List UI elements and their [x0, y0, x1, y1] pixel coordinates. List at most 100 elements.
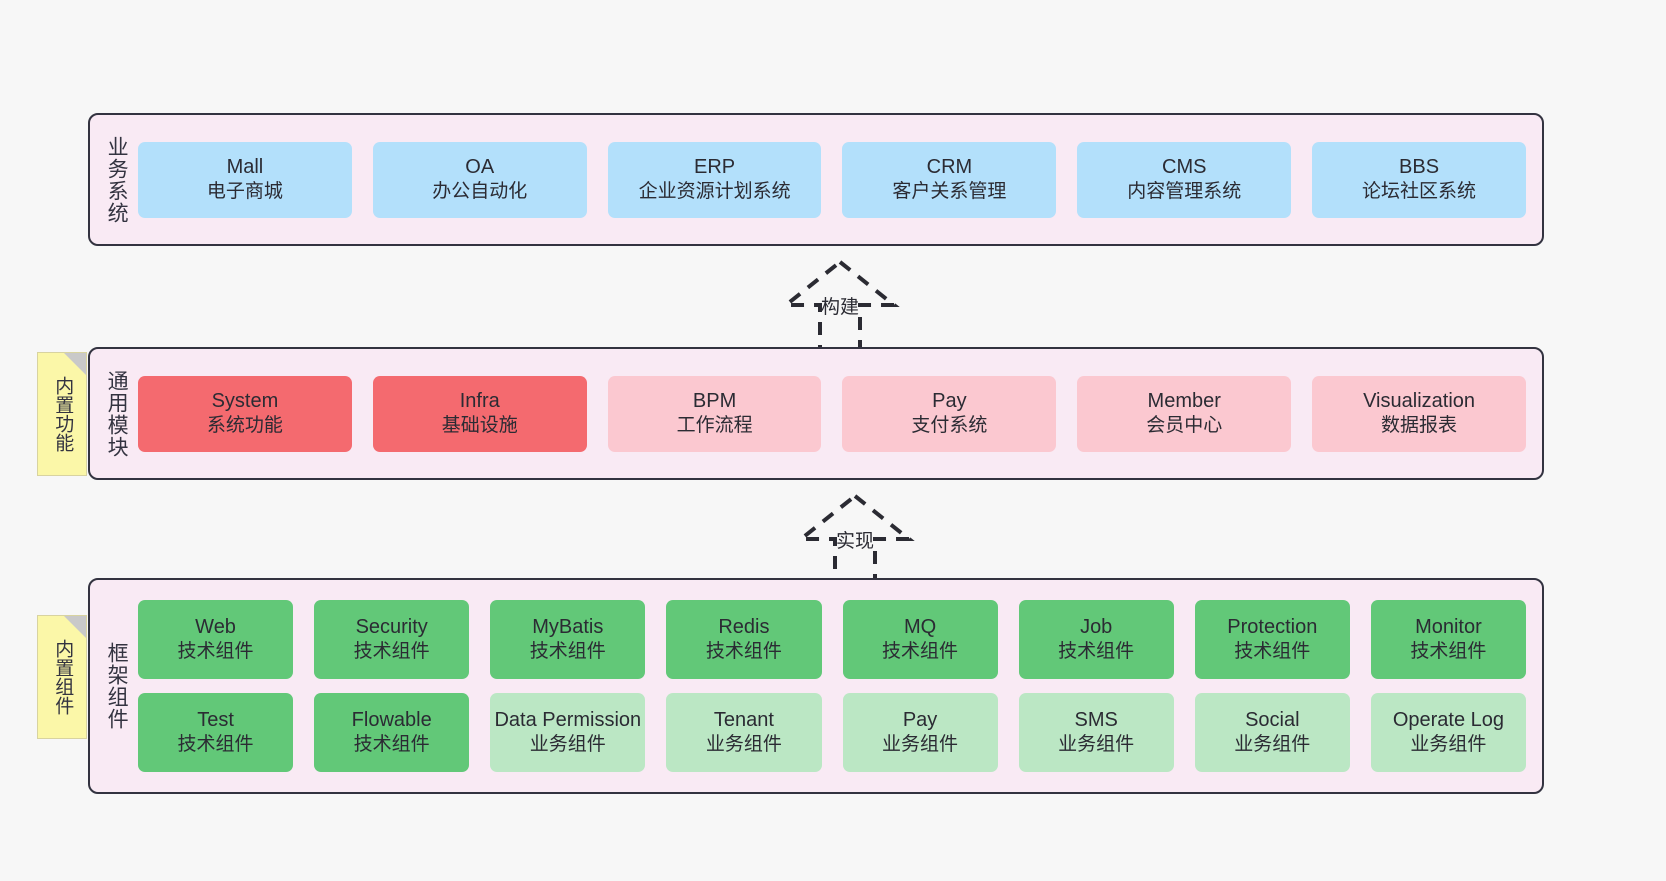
- card-subtitle: 企业资源计划系统: [638, 181, 791, 203]
- card-test[interactable]: Test 技术组件: [138, 693, 294, 772]
- card-system[interactable]: System 系统功能: [138, 375, 352, 452]
- note-builtin-function: 内置功能: [37, 352, 87, 476]
- card-subtitle: 基础设施: [441, 415, 518, 437]
- card-social[interactable]: Social 业务组件: [1194, 693, 1350, 772]
- card-web[interactable]: Web 技术组件: [138, 600, 294, 679]
- layer-general-modules: 通用模块 System 系统功能 Infra 基础设施 BPM 工作流程 Pay…: [88, 347, 1544, 480]
- card-crm[interactable]: CRM 客户关系管理: [842, 141, 1057, 218]
- card-mq[interactable]: MQ 技术组件: [842, 600, 998, 679]
- card-title: ERP: [694, 155, 736, 178]
- layer-title-framework: 框架组件: [105, 642, 129, 730]
- card-subtitle: 业务组件: [1058, 734, 1135, 756]
- card-title: Test: [197, 708, 234, 731]
- card-subtitle: 技术组件: [353, 641, 430, 663]
- card-erp[interactable]: ERP 企业资源计划系统: [607, 141, 822, 218]
- layer-title-business: 业务系统: [105, 135, 129, 224]
- card-bpm[interactable]: BPM 工作流程: [607, 375, 822, 452]
- card-monitor[interactable]: Monitor 技术组件: [1370, 600, 1526, 679]
- card-title: Job: [1080, 615, 1113, 638]
- card-title: BPM: [692, 389, 737, 412]
- card-title: Data Permission: [494, 708, 642, 731]
- layer-body-framework: Web 技术组件 Security 技术组件 MyBatis 技术组件 Redi…: [136, 588, 1528, 784]
- card-subtitle: 技术组件: [529, 641, 606, 663]
- card-row: Mall 电子商城 OA 办公自动化 ERP 企业资源计划系统 CRM 客户关系…: [138, 141, 1526, 218]
- card-pay-component[interactable]: Pay 业务组件: [842, 693, 998, 772]
- card-subtitle: 支付系统: [911, 415, 988, 437]
- card-mybatis[interactable]: MyBatis 技术组件: [490, 600, 646, 679]
- card-title: Infra: [459, 389, 500, 412]
- connector-implement: 实现: [775, 492, 935, 588]
- card-data-permission[interactable]: Data Permission 业务组件: [490, 693, 646, 772]
- card-subtitle: 技术组件: [177, 734, 254, 756]
- card-title: Social: [1245, 708, 1300, 731]
- card-member[interactable]: Member 会员中心: [1077, 375, 1292, 452]
- card-subtitle: 内容管理系统: [1127, 181, 1242, 203]
- layer-framework-components: 框架组件 Web 技术组件 Security 技术组件 MyBatis 技术组件…: [88, 578, 1544, 794]
- card-sms[interactable]: SMS 业务组件: [1018, 693, 1174, 772]
- card-title: Pay: [932, 389, 967, 412]
- card-security[interactable]: Security 技术组件: [314, 600, 470, 679]
- card-title: Member: [1147, 389, 1221, 412]
- card-title: OA: [465, 155, 495, 178]
- card-protection[interactable]: Protection 技术组件: [1194, 600, 1350, 679]
- card-subtitle: 会员中心: [1146, 415, 1223, 437]
- card-title: Pay: [902, 708, 938, 731]
- card-cms[interactable]: CMS 内容管理系统: [1077, 141, 1292, 218]
- card-row: System 系统功能 Infra 基础设施 BPM 工作流程 Pay 支付系统…: [138, 375, 1526, 452]
- card-redis[interactable]: Redis 技术组件: [666, 600, 822, 679]
- card-title: BBS: [1399, 155, 1440, 178]
- card-oa[interactable]: OA 办公自动化: [372, 141, 587, 218]
- card-subtitle: 业务组件: [882, 734, 959, 756]
- note-fold-corner-icon: [64, 353, 86, 375]
- card-subtitle: 业务组件: [705, 734, 782, 756]
- card-infra[interactable]: Infra 基础设施: [372, 375, 587, 452]
- card-subtitle: 客户关系管理: [892, 181, 1007, 203]
- card-subtitle: 系统功能: [206, 415, 283, 437]
- card-title: Security: [355, 615, 428, 638]
- card-row: Test 技术组件 Flowable 技术组件 Data Permission …: [138, 693, 1526, 772]
- card-title: Visualization: [1363, 389, 1476, 412]
- card-subtitle: 业务组件: [529, 734, 606, 756]
- card-subtitle: 技术组件: [882, 641, 959, 663]
- card-title: MyBatis: [532, 615, 604, 638]
- card-subtitle: 业务组件: [1410, 734, 1487, 756]
- layer-body-business: Mall 电子商城 OA 办公自动化 ERP 企业资源计划系统 CRM 客户关系…: [136, 123, 1528, 236]
- card-subtitle: 业务组件: [1234, 734, 1311, 756]
- card-subtitle: 技术组件: [1058, 641, 1135, 663]
- connector-build: 构建: [760, 258, 920, 354]
- card-job[interactable]: Job 技术组件: [1018, 600, 1174, 679]
- card-subtitle: 办公自动化: [432, 181, 528, 203]
- card-flowable[interactable]: Flowable 技术组件: [314, 693, 470, 772]
- card-title: MQ: [903, 615, 937, 638]
- card-title: Flowable: [351, 708, 432, 731]
- card-title: Protection: [1227, 615, 1318, 638]
- card-subtitle: 技术组件: [1410, 641, 1487, 663]
- card-subtitle: 技术组件: [705, 641, 782, 663]
- card-title: SMS: [1074, 708, 1118, 731]
- card-operate-log[interactable]: Operate Log 业务组件: [1370, 693, 1526, 772]
- card-title: Operate Log: [1392, 708, 1505, 731]
- card-title: Monitor: [1415, 615, 1482, 638]
- card-subtitle: 技术组件: [353, 734, 430, 756]
- card-title: CMS: [1162, 155, 1207, 178]
- layer-business-systems: 业务系统 Mall 电子商城 OA 办公自动化 ERP 企业资源计划系统 CRM…: [88, 113, 1544, 246]
- card-row: Web 技术组件 Security 技术组件 MyBatis 技术组件 Redi…: [138, 600, 1526, 679]
- card-pay-module[interactable]: Pay 支付系统: [842, 375, 1057, 452]
- card-visualization[interactable]: Visualization 数据报表: [1312, 375, 1526, 452]
- note-builtin-component: 内置组件: [37, 615, 87, 739]
- card-title: Mall: [226, 155, 264, 178]
- card-title: Tenant: [713, 708, 774, 731]
- card-mall[interactable]: Mall 电子商城: [138, 141, 352, 218]
- card-bbs[interactable]: BBS 论坛社区系统: [1312, 141, 1526, 218]
- card-subtitle: 电子商城: [206, 181, 283, 203]
- note-fold-corner-icon: [64, 616, 86, 638]
- card-subtitle: 工作流程: [676, 415, 753, 437]
- note-text: 内置组件: [52, 639, 74, 715]
- layer-title-modules: 通用模块: [105, 369, 129, 458]
- card-subtitle: 论坛社区系统: [1362, 181, 1477, 203]
- card-title: System: [211, 389, 279, 412]
- card-title: Web: [195, 615, 236, 638]
- card-subtitle: 技术组件: [177, 641, 254, 663]
- card-tenant[interactable]: Tenant 业务组件: [666, 693, 822, 772]
